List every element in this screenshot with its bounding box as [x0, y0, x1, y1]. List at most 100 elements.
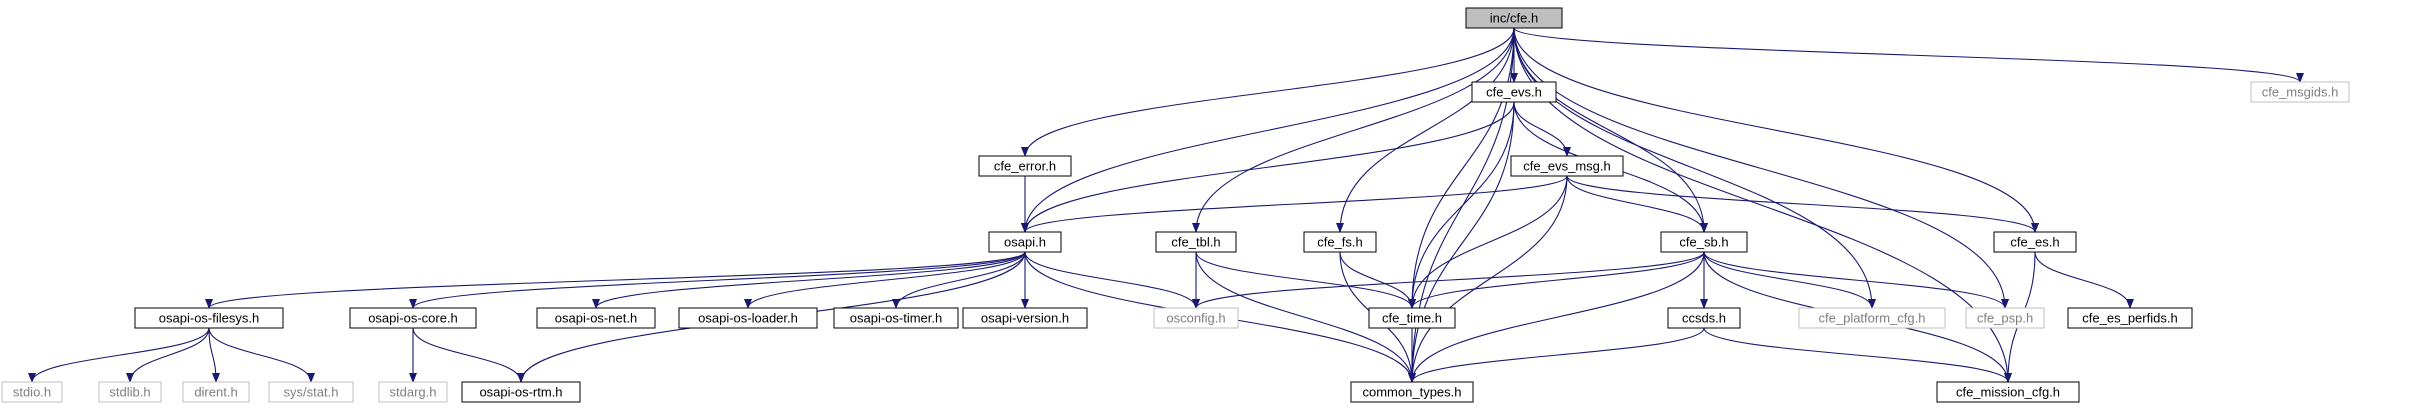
node-box — [1303, 231, 1377, 253]
node-box — [378, 381, 448, 403]
edge-osapi_os_core_h-to-osapi_os_rtm_h — [412, 327, 525, 383]
node-cfe-h[interactable]: inc/cfe.h — [1465, 7, 1563, 29]
node-label: cfe_time.h — [1382, 311, 1442, 326]
edge — [1021, 175, 1568, 233]
node-label: osconfig.h — [1166, 311, 1225, 326]
node-box — [1667, 307, 1741, 329]
node-dirent-h: dirent.h — [182, 381, 250, 403]
node-cfe-platform-cfg-h: cfe_platform_cfg.h — [1798, 307, 1946, 329]
node-layer: inc/cfe.h cfe_evs.h cfe_msgids.h cfe_error.… — [1, 7, 2350, 403]
node-cfe-tbl-h[interactable]: cfe_tbl.h — [1155, 231, 1237, 253]
node-osapi-os-core-h[interactable]: osapi-os-core.h — [349, 307, 477, 329]
node-label: osapi-os-timer.h — [850, 311, 942, 326]
node-box — [1965, 307, 2045, 329]
node-label: osapi-os-loader.h — [698, 311, 798, 326]
node-box — [268, 381, 354, 403]
node-label: ccsds.h — [1682, 311, 1726, 326]
node-stdlib-h: stdlib.h — [98, 381, 162, 403]
edge — [1024, 251, 1200, 309]
node-cfe-fs-h[interactable]: cfe_fs.h — [1303, 231, 1377, 253]
node-osapi-os-filesys-h[interactable]: osapi-os-filesys.h — [134, 307, 284, 329]
edge-osapi_os_filesys_h-to-sys_stat_h — [208, 327, 315, 383]
node-box — [1350, 381, 1474, 403]
node-ccsds-h[interactable]: ccsds.h — [1667, 307, 1741, 329]
node-box — [1, 381, 63, 403]
edge — [409, 251, 1026, 309]
edge — [1021, 27, 1515, 157]
edge-cfe_sb_h-to-cfe_platform_cfg_h — [1703, 251, 1876, 309]
edge — [1513, 27, 1876, 309]
edge — [208, 327, 315, 383]
edge-cfe_evs_msg_h-to-cfe_es_h — [1566, 175, 2039, 233]
node-label: sys/stat.h — [284, 385, 339, 400]
node-label: osapi-os-filesys.h — [159, 311, 259, 326]
node-cfe-evs-msg-h[interactable]: cfe_evs_msg.h — [1510, 155, 1624, 177]
edge-cfe_h-to-cfe_time_h — [1408, 27, 1515, 309]
edge — [126, 327, 210, 383]
node-box — [1936, 381, 2080, 403]
edge-cfe_h-to-cfe_fs_h — [1336, 27, 1515, 233]
node-osapi-os-loader-h[interactable]: osapi-os-loader.h — [678, 307, 818, 329]
edge — [1339, 251, 1416, 309]
edge — [1408, 251, 1705, 383]
edge — [1192, 251, 1705, 309]
node-box — [1660, 231, 1748, 253]
edge-cfe_tbl_h-to-common_types_h — [1195, 251, 1416, 383]
node-osapi-os-timer-h[interactable]: osapi-os-timer.h — [833, 307, 959, 329]
node-label: osapi.h — [1004, 235, 1046, 250]
node-osapi-os-rtm-h[interactable]: osapi-os-rtm.h — [461, 381, 581, 403]
edge-cfe_h-to-cfe_es_h — [1513, 27, 2039, 233]
edge — [1566, 175, 1708, 233]
edge-cfe_sb_h-to-cfe_time_h — [1408, 251, 1705, 309]
node-osapi-os-net-h[interactable]: osapi-os-net.h — [536, 307, 656, 329]
node-sys-stat-h: sys/stat.h — [268, 381, 354, 403]
node-box — [1465, 7, 1563, 29]
edge — [1703, 251, 1876, 309]
edge — [205, 251, 1026, 309]
node-cfe-es-perfids-h[interactable]: cfe_es_perfids.h — [2067, 307, 2193, 329]
edge-cfe_evs_h-to-cfe_time_h — [1408, 101, 1515, 309]
node-label: cfe_msgids.h — [2262, 85, 2339, 100]
node-cfe-error-h[interactable]: cfe_error.h — [978, 155, 1072, 177]
edge-cfe_evs_h-to-cfe_evs_msg_h — [1513, 101, 1571, 157]
edge — [208, 327, 220, 383]
node-cfe-time-h[interactable]: cfe_time.h — [1368, 307, 1456, 329]
node-cfe-es-h[interactable]: cfe_es.h — [1993, 231, 2077, 253]
edge-cfe_evs_msg_h-to-cfe_time_h — [1408, 175, 1568, 309]
node-label: cfe_evs.h — [1486, 85, 1542, 100]
node-box — [1368, 307, 1456, 329]
edge — [1703, 251, 2009, 309]
edge-ccsds_h-to-common_types_h — [1408, 327, 1705, 383]
node-label: dirent.h — [194, 385, 237, 400]
node-label: osapi-version.h — [981, 311, 1069, 326]
node-box — [182, 381, 250, 403]
edge-osapi_h-to-osapi_os_core_h — [409, 251, 1026, 309]
edge-osapi_os_filesys_h-to-stdio_h — [28, 327, 210, 383]
edge — [2034, 251, 2134, 309]
node-box — [833, 307, 959, 329]
node-cfe-sb-h[interactable]: cfe_sb.h — [1660, 231, 1748, 253]
node-osapi-version-h[interactable]: osapi-version.h — [962, 307, 1088, 329]
node-common-types-h[interactable]: common_types.h — [1350, 381, 1474, 403]
edge-cfe_sb_h-to-common_types_h — [1408, 251, 1705, 383]
node-box — [134, 307, 284, 329]
node-cfe-mission-cfg-h[interactable]: cfe_mission_cfg.h — [1936, 381, 2080, 403]
node-box — [1153, 307, 1239, 329]
node-box — [2067, 307, 2193, 329]
edge-cfe_tbl_h-to-cfe_time_h — [1195, 251, 1416, 309]
node-label: cfe_evs_msg.h — [1523, 159, 1610, 174]
edge-osapi_h-to-osapi_os_net_h — [592, 251, 1026, 309]
node-box — [1155, 231, 1237, 253]
node-label: cfe_tbl.h — [1171, 235, 1220, 250]
node-label: cfe_error.h — [994, 159, 1056, 174]
edge — [1513, 27, 2012, 383]
edge-osapi_h-to-osapi_os_loader_h — [744, 251, 1026, 309]
node-box — [988, 231, 1062, 253]
edge — [1703, 327, 2012, 383]
node-osconfig-h: osconfig.h — [1153, 307, 1239, 329]
node-cfe-evs-h[interactable]: cfe_evs.h — [1471, 81, 1557, 103]
edge-cfe_fs_h-to-cfe_time_h — [1339, 251, 1416, 309]
edge-cfe_h-to-cfe_msgids_h — [1513, 27, 2304, 83]
edge — [1021, 27, 1515, 233]
node-osapi-h[interactable]: osapi.h — [988, 231, 1062, 253]
